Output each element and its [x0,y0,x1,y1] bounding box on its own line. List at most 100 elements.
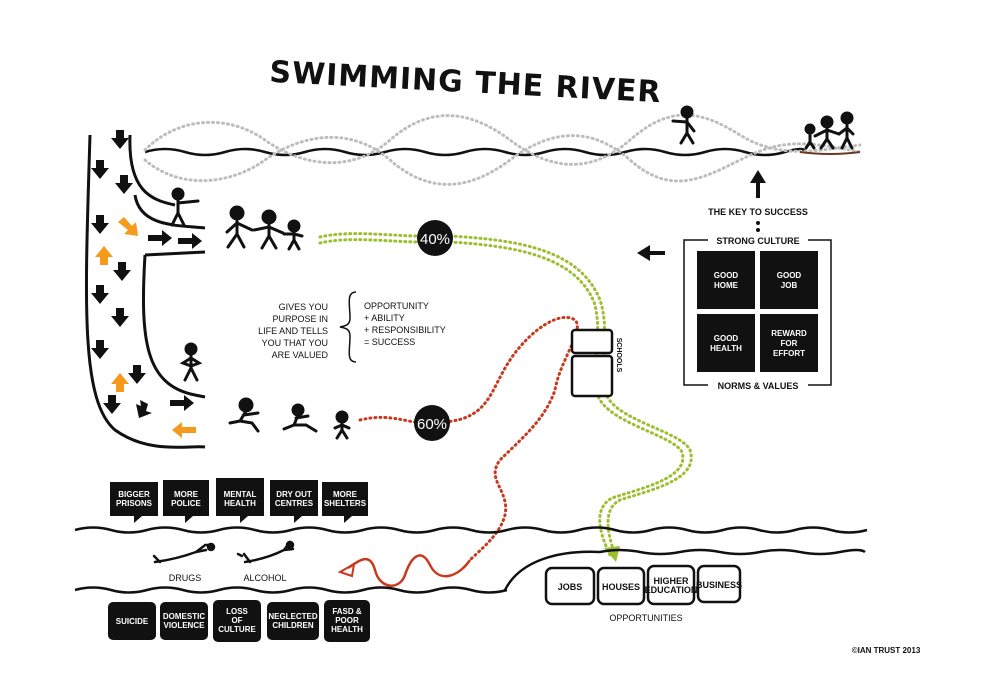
opp-2-line-1: HOUSES [602,582,640,592]
percent-60-badge: 60% [414,405,450,441]
outcome-5-line-2: POOR [335,616,359,625]
culture-box-2-line-2: JOB [781,281,798,290]
bubble-dry-out-centres: DRY OUT CENTRES [270,480,318,523]
outcome-boxes: SUICIDE DOMESTIC VIOLENCE LOSS OF CULTUR… [108,600,370,642]
bubble-2-line-2: POLICE [171,499,201,508]
outcome-4-line-2: CHILDREN [272,621,314,630]
outcome-2-line-2: VIOLENCE [164,621,206,630]
green-arrowhead [604,546,620,562]
outcome-3-line-3: CULTURE [218,625,256,634]
red-squiggle-arrow [347,554,472,587]
culture-frame: STRONG CULTURE NORMS & VALUES [683,234,832,391]
outcome-suicide: SUICIDE [108,602,156,640]
left-arrow-culture [637,245,665,261]
culture-box-reward-for-effort: REWARD FOR EFFORT [760,314,818,372]
culture-box-good-home: GOOD HOME [697,251,755,309]
drowning-figure-drugs [152,542,216,564]
opportunity-jobs: JOBS [544,566,596,606]
diagram-title: SWIMMING THE RIVER [269,55,663,110]
alcohol-label: ALCOHOL [243,573,286,583]
curly-brace [339,291,357,363]
stick-figure-pointing-top [671,105,696,145]
outcome-domestic-violence: DOMESTIC VIOLENCE [160,602,208,640]
opp-3-line-2: EDUCATION [645,585,698,595]
bubble-4-line-2: CENTRES [275,499,314,508]
outcome-1-line-1: SUICIDE [116,617,149,626]
red-path-60 [358,315,579,562]
opportunity-boxes: JOBS HOUSES HIGHER EDUCATION BUSINESS [544,564,742,606]
drugs-label: DRUGS [169,573,202,583]
culture-box-1-line-2: HOME [714,281,739,290]
strong-culture-label: STRONG CULTURE [716,236,799,246]
outcome-3-line-1: LOSS [226,607,248,616]
schools-building: SCHOOLS [570,328,622,398]
opportunity-business: BUSINESS [696,564,742,604]
outcome-2-line-1: DOMESTIC [163,612,205,621]
opportunities-bank [503,548,866,591]
bubble-3-line-2: HEALTH [224,499,256,508]
percent-60-label: 60% [417,416,447,433]
formula-line-4: = SUCCESS [364,337,415,347]
purpose-line-1: GIVES YOU [279,302,328,312]
grey-swim-path-lower [143,134,862,186]
formula-line-2: + ABILITY [364,313,405,323]
green-path-40 [318,232,693,557]
stick-figure-standing-hands-hips [179,342,203,382]
outcome-fasd-poor-health: FASD & POOR HEALTH [324,600,370,642]
bubble-5-line-1: MORE [333,490,358,499]
bubble-5-line-2: SHELTERS [324,499,367,508]
opp-4-line-1: BUSINESS [696,580,742,590]
lower-river-bank-top [74,526,868,534]
upper-river-bank [144,147,807,157]
purpose-line-3: LIFE AND TELLS [258,326,328,336]
credit-label: ©IAN TRUST 2013 [852,646,921,655]
culture-box-good-health: GOOD HEALTH [697,314,755,372]
downstream-arrows [91,130,202,418]
bubble-3-line-1: MENTAL [224,490,257,499]
separator-dot-1 [756,221,760,225]
key-to-success-label: THE KEY TO SUCCESS [708,207,808,217]
bubble-4-line-1: DRY OUT [276,490,312,499]
outcome-4-line-1: NEGLECTED [268,612,318,621]
lower-river-bank-bottom [74,586,508,594]
purpose-line-5: ARE VALUED [272,350,329,360]
outcome-3-line-2: OF [231,616,242,625]
opportunity-higher-education: HIGHER EDUCATION [645,564,698,606]
formula-line-3: + RESPONSIBILITY [364,325,446,335]
bubble-1-line-1: BIGGER [118,490,150,499]
intervention-bubbles: BIGGER PRISONS MORE POLICE MENTAL HEALTH… [110,478,368,523]
grey-swim-path-upper [143,113,862,166]
opportunities-label: OPPORTUNITIES [609,613,682,623]
outcome-loss-of-culture: LOSS OF CULTURE [213,600,261,642]
culture-box-4-line-3: EFFORT [773,349,805,358]
bubble-1-line-2: PRISONS [116,499,153,508]
success-formula: OPPORTUNITY + ABILITY + RESPONSIBILITY =… [364,301,446,347]
culture-box-3-line-2: HEALTH [710,344,742,353]
percent-40-label: 40% [420,231,450,248]
opp-1-line-1: JOBS [558,582,583,592]
purpose-text: GIVES YOU PURPOSE IN LIFE AND TELLS YOU … [258,302,328,360]
culture-box-4-line-1: REWARD [771,329,807,338]
schools-label: SCHOOLS [615,338,622,373]
culture-box-2-line-1: GOOD [777,271,802,280]
stick-figures-sitting [228,397,351,440]
bubble-mental-health: MENTAL HEALTH [216,478,264,523]
purpose-line-4: YOU THAT YOU [262,338,328,348]
orange-upstream-arrows [95,217,196,438]
percent-40-badge: 40% [417,220,453,256]
stick-figure-pointing-left [170,187,200,227]
river-inner-bank [128,134,206,399]
brown-bank-line [799,151,861,155]
stick-figure-group-holding-hands [225,205,304,251]
stick-figure-family-top [804,111,855,150]
up-arrow-key [750,170,766,198]
outcome-neglected-children: NEGLECTED CHILDREN [267,602,319,640]
culture-box-3-line-1: GOOD [714,334,739,343]
separator-dot-2 [756,228,760,232]
bubble-more-shelters: MORE SHELTERS [322,482,368,523]
culture-box-4-line-2: FOR [781,339,798,348]
outcome-5-line-1: FASD & [332,607,362,616]
culture-box-good-job: GOOD JOB [760,251,818,309]
red-arrowhead [337,562,356,578]
